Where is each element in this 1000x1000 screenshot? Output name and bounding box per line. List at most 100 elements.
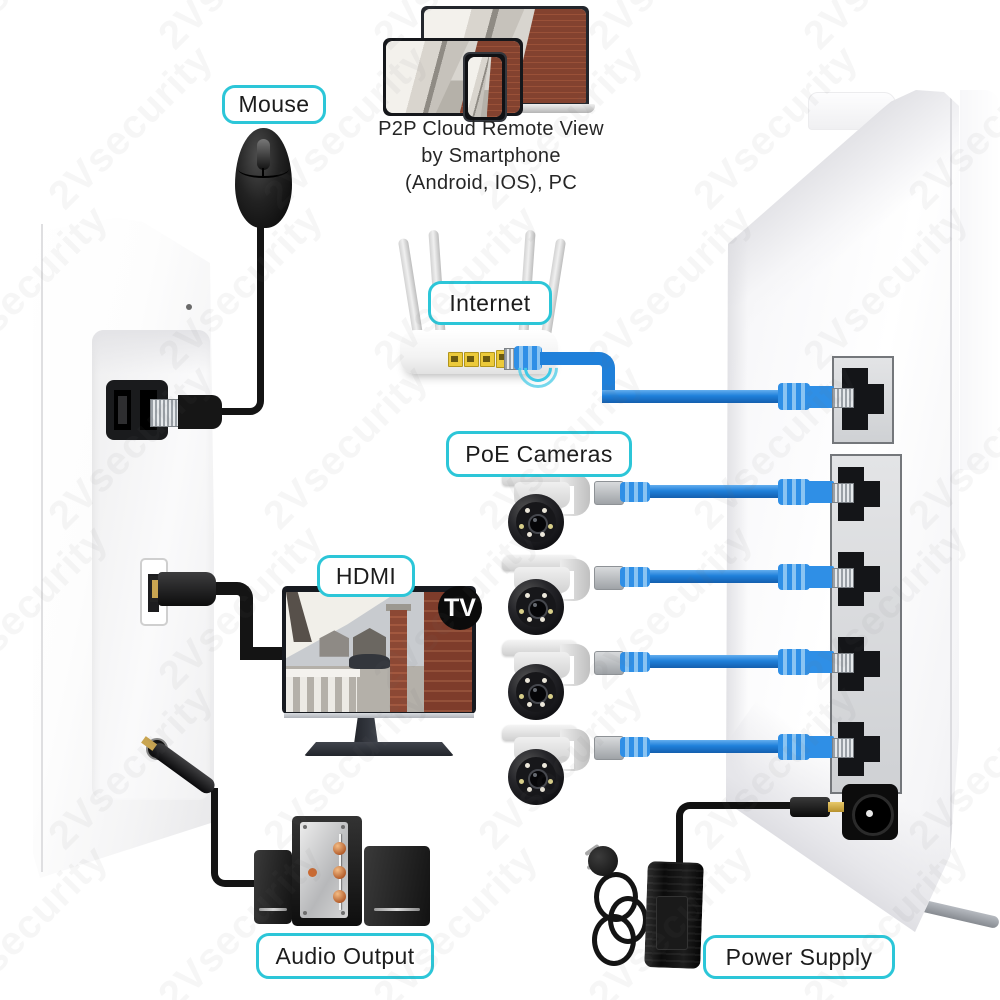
screw-icon [341,911,345,915]
poe-plug-metal-2 [832,568,854,588]
led-dot [540,532,545,537]
poe-camera-2 [494,555,600,641]
poe-camera-3 [494,640,600,726]
watermark-text: 2Vsecurity [795,0,977,58]
wan-plug [514,346,542,370]
mic-hole [186,304,192,310]
screw-icon [303,911,307,915]
led-dot [525,678,530,683]
led-dot [519,609,524,614]
eu-plug [588,846,618,876]
nvr-monitor-side [28,214,220,882]
camera-cable-3 [648,655,782,668]
watermark-text: 2Vsecurity [580,0,762,58]
led-dot [527,702,532,707]
screw-icon [341,825,345,829]
led-dot [548,694,553,699]
led-dot [527,617,532,622]
satellite-speaker-left [254,850,292,924]
camera-face [516,587,556,627]
monitor-back-right-edge [960,90,1000,470]
mouse-cable [218,226,264,415]
tv-frame [282,586,476,714]
camera-lens [528,514,548,534]
scene-brick-pillar [390,610,407,712]
monitor-back-top-slant [726,90,959,333]
led-dot [542,763,547,768]
subwoofer-front-panel [300,822,348,918]
internet-plug-boot [778,383,810,410]
usb-plug [178,395,222,429]
scene-pillar-cap [386,604,411,612]
hdmi-cable [212,582,253,660]
caption-line-1: P2P Cloud Remote View [378,118,604,140]
internet-plug [806,386,834,408]
camera-cable-4 [648,740,782,753]
camera-plug-3 [620,652,650,672]
camera-face [516,672,556,712]
poe-camera-1 [494,470,600,556]
treble-knob [333,890,346,903]
camera-pigtail-4 [594,736,624,760]
poe-plug-boot-3 [778,649,810,675]
internet-cable [540,352,615,402]
router-lan-port-2 [464,352,479,367]
audio-cable [211,788,263,887]
camera-face [516,757,556,797]
wifi-router [396,228,572,397]
poe-plug-metal-1 [832,483,854,503]
dc-plug-tip [828,802,844,812]
dc-jack-pin [866,810,873,817]
label-poe-cameras: PoE Cameras [446,431,632,477]
camera-plug-1 [620,482,650,502]
led-dot [540,787,545,792]
poe-port-group [830,454,902,794]
poe-plug-2 [806,566,834,588]
router-lan-port-1 [448,352,463,367]
poe-plug-1 [806,481,834,503]
led-dot [525,508,530,513]
led-dot [540,702,545,707]
led-dot [519,779,524,784]
watermark-text: 2Vsecurity [255,356,437,538]
router-antenna-1 [397,237,425,345]
speaker-system [250,812,440,930]
poe-camera-4 [494,725,600,811]
power-adapter [584,838,710,970]
power-cable [676,802,801,867]
smartphone [463,52,507,122]
camera-cable-1 [648,485,782,498]
power-cord-loop [592,914,636,966]
tv-chin [284,713,474,718]
tv-monitor: TV [282,584,484,762]
camera-face [516,502,556,542]
scene-railing-balusters [286,677,357,712]
monitor-side-recess-shadow [92,330,210,374]
led-dot [519,524,524,529]
router-lan-port-3 [480,352,495,367]
led-dot [542,508,547,513]
tv-badge: TV [438,586,482,630]
power-led [308,868,317,877]
camera-cable-2 [648,570,782,583]
led-dot [542,593,547,598]
usb-tongue [118,396,127,424]
screw-icon [303,825,307,829]
poe-plug-metal-4 [832,738,854,758]
dc-jack-barrel [852,794,894,836]
camera-lens [528,599,548,619]
tv-stand-neck [354,718,378,744]
led-dot [525,763,530,768]
usb-port-1 [114,390,131,430]
led-dot [548,524,553,529]
led-dot [548,609,553,614]
rj45-jack-icon [842,368,884,430]
led-dot [542,678,547,683]
dc-plug [790,797,830,817]
caption-line-3: (Android, IOS), PC [404,172,578,194]
label-internet: Internet [428,281,552,325]
remote-view-devices [383,2,595,122]
camera-plug-2 [620,567,650,587]
scene-porch-railing [286,668,361,678]
tv-stand-base [304,742,454,756]
